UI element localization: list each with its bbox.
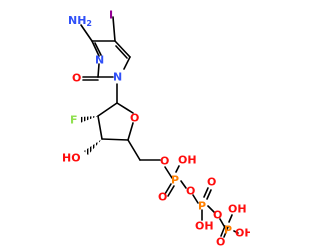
furanose-ring	[80, 83, 161, 161]
bridge-oxygen-2-label: O	[213, 209, 222, 222]
iodine-label: I	[109, 9, 113, 22]
p3-label: P	[224, 224, 232, 237]
p2-label: P	[198, 200, 206, 213]
ring-oxygen-label: O	[130, 112, 139, 125]
p3-hydroxyl-b-label: OH	[235, 227, 250, 240]
p2-double-oxygen-label: O	[207, 176, 216, 189]
triphosphate-chain	[164, 165, 239, 238]
hydroxyl-label: HO	[62, 152, 81, 165]
p1-hydroxyl-label: OH	[178, 154, 197, 167]
amine-label: NH2	[68, 14, 92, 28]
fluorine-label: F	[70, 114, 78, 127]
p3-double-oxygen-label: O	[216, 236, 225, 249]
ester-oxygen-label: O	[160, 155, 169, 168]
ring-n1-label: N	[113, 71, 122, 84]
carbonyl-oxygen-label: O	[72, 72, 81, 85]
pyrimidine-ring	[80, 16, 131, 81]
p3-hydroxyl-a-label: OH	[228, 203, 247, 216]
bridge-oxygen-1-label: O	[186, 185, 195, 198]
molecule-svg: NH2 I N N O F O HO O OH P O O P O OH O P…	[62, 9, 250, 249]
structure-diagram: NH2 I N N O F O HO O OH P O O P O OH O P…	[62, 9, 250, 249]
p2-hydroxyl-label: OH	[195, 220, 214, 233]
p1-double-oxygen-label: O	[158, 191, 167, 204]
p1-label: P	[171, 174, 179, 187]
ring-n3-label: N	[95, 54, 104, 67]
